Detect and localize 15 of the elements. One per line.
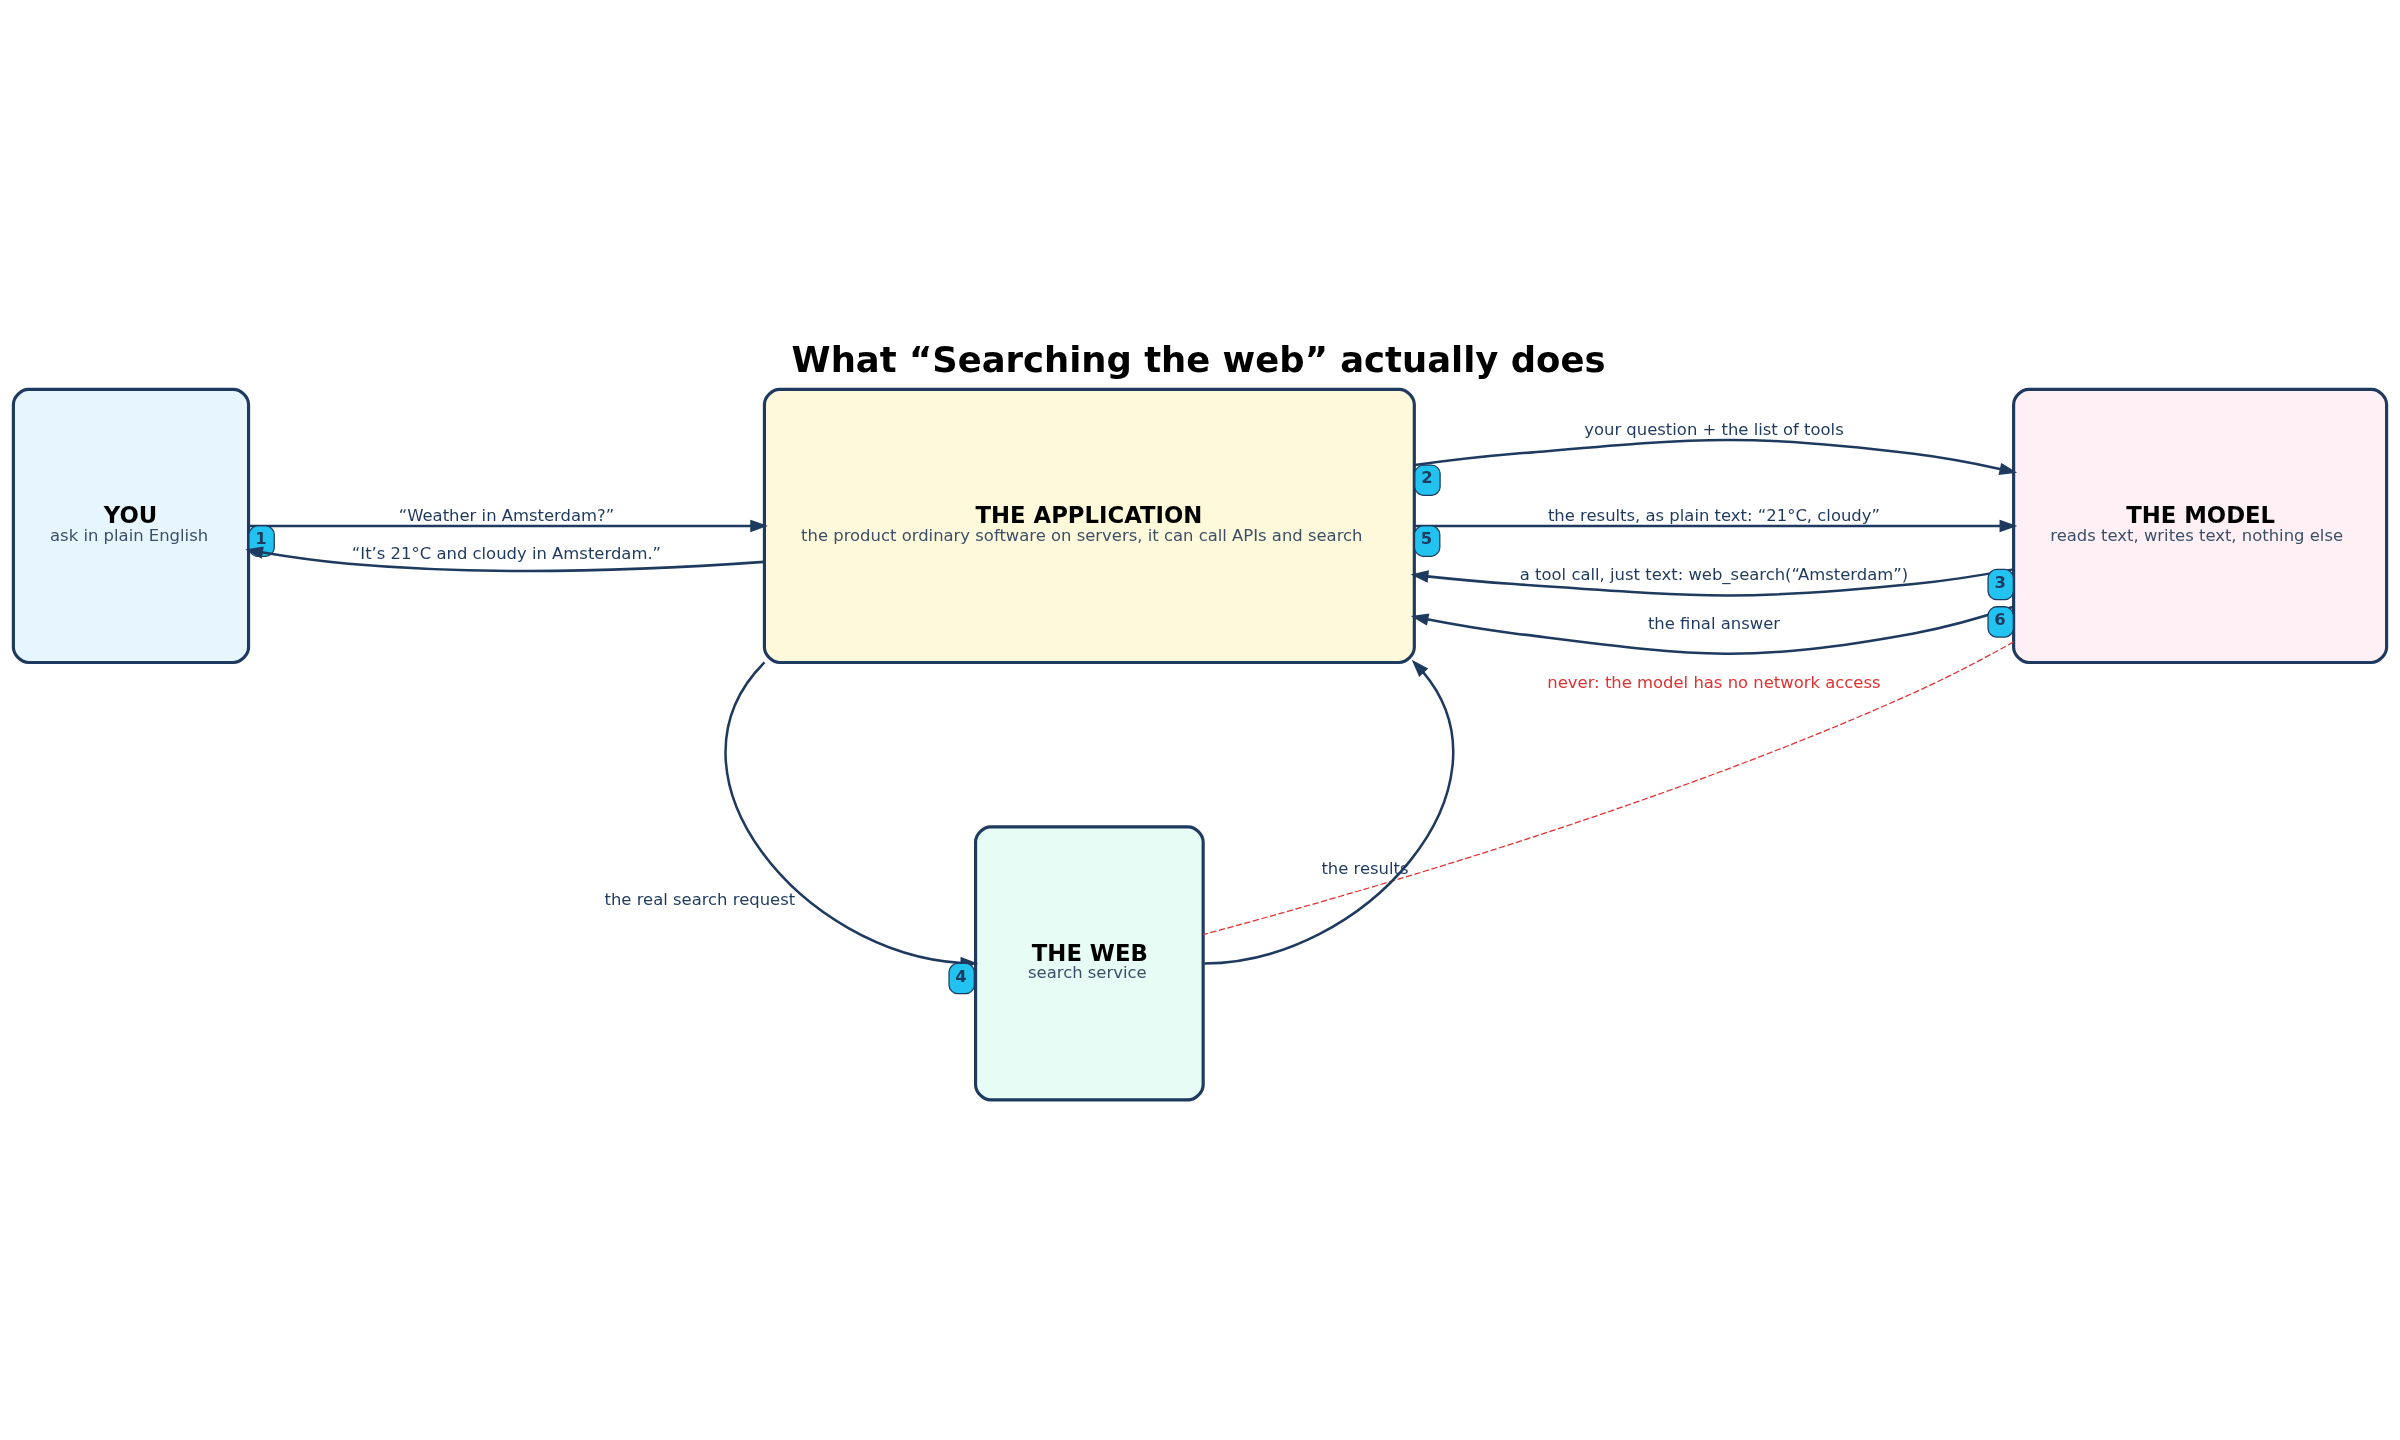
label: 1 (255, 529, 267, 549)
diagram-title: What “Searching the web” actually does (791, 339, 1606, 381)
label: 2 (1421, 468, 1433, 488)
edge-label: never: the model has no network access (1547, 673, 1881, 693)
edge-label: the final answer (1647, 613, 1781, 633)
edge-label: “It’s 21°C and cloudy in Amsterdam.” (351, 544, 662, 564)
label: 6 (1994, 609, 2006, 629)
label: 4 (955, 966, 967, 986)
edge-label: your question + the list of tools (1584, 420, 1844, 440)
edge-label: the real search request (604, 890, 796, 910)
edge-label: the results, as plain text: “21°C, cloudy” (1547, 506, 1881, 526)
edge-label: “Weather in Amsterdam?” (398, 506, 615, 526)
edge-label: a tool call, just text: web_search(“Amsterdam”) (1519, 564, 1909, 584)
label: 3 (1994, 572, 2006, 592)
label: 5 (1420, 529, 1433, 549)
